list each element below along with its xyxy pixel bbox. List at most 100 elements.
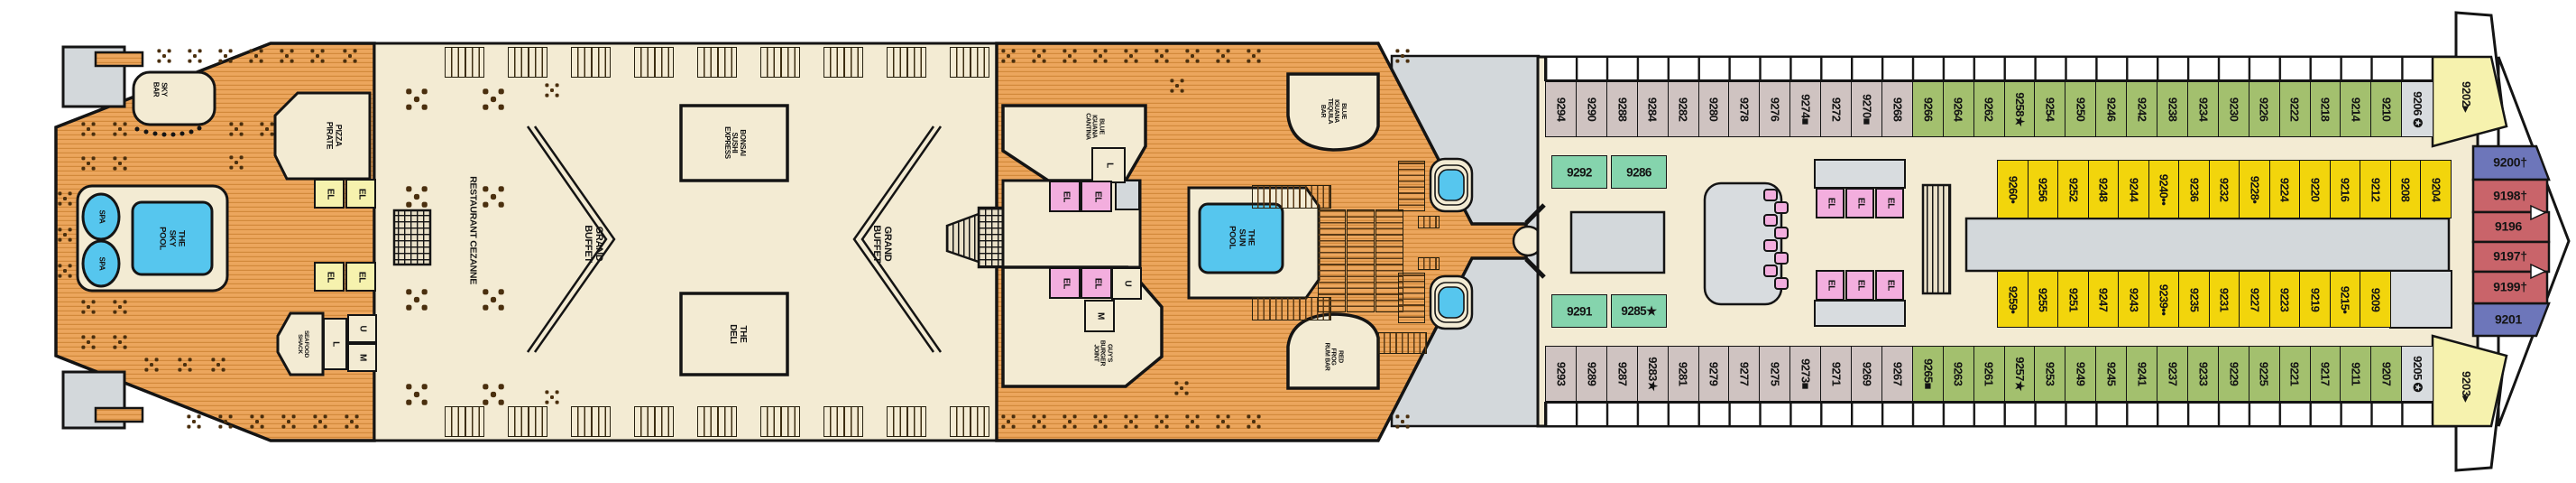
cabin-9290[interactable]: 9290 [1575, 81, 1608, 137]
cabin-9239[interactable]: 9239•• [2148, 271, 2180, 328]
cabin-9262[interactable]: 9262 [1973, 81, 2006, 137]
cabin-9272[interactable]: 9272 [1820, 81, 1853, 137]
cabin-9254[interactable]: 9254 [2034, 81, 2066, 137]
cabin-9258[interactable]: 9258★ [2003, 81, 2037, 137]
dining-booth [571, 406, 611, 437]
cabin-9266[interactable]: 9266 [1911, 81, 1945, 137]
cabin-9275[interactable]: 9275 [1759, 346, 1791, 402]
cabin-9260[interactable]: 9260• [1997, 160, 2029, 218]
cabin-9270[interactable]: 9270■ [1851, 81, 1883, 137]
cabin-9259[interactable]: 9259• [1997, 271, 2029, 328]
cabin-9219[interactable]: 9219 [2299, 271, 2332, 328]
cabin-9263[interactable]: 9263 [1942, 346, 1975, 402]
cabin-9236[interactable]: 9236 [2178, 160, 2211, 218]
cabin-9289[interactable]: 9289 [1575, 346, 1608, 402]
cabin-9233[interactable]: 9233 [2186, 346, 2220, 402]
cabin-9252[interactable]: 9252 [2057, 160, 2090, 218]
cabin-9246[interactable]: 9246 [2095, 81, 2128, 137]
cabin-9220[interactable]: 9220 [2299, 160, 2332, 218]
deck-table [345, 414, 359, 429]
cabin-9245[interactable]: 9245 [2095, 346, 2128, 402]
cabin-9244[interactable]: 9244 [2118, 160, 2150, 218]
cabin-9212[interactable]: 9212 [2360, 160, 2392, 218]
cabin-9255[interactable]: 9255 [2027, 271, 2059, 328]
cabin-9257[interactable]: 9257★ [2003, 346, 2037, 402]
cabin-9268[interactable]: 9268 [1881, 81, 1914, 137]
cabin-9209[interactable]: 9209 [2360, 271, 2392, 328]
cabin-9276[interactable]: 9276 [1759, 81, 1791, 137]
cabin-9285[interactable]: 9285★ [1611, 294, 1667, 328]
cabin-9279[interactable]: 9279 [1697, 346, 1731, 402]
cabin-9227[interactable]: 9227 [2239, 271, 2271, 328]
cabin-9211[interactable]: 9211 [2340, 346, 2372, 402]
cabin-9217[interactable]: 9217 [2309, 346, 2342, 402]
cabin-9240[interactable]: 9240•• [2148, 160, 2180, 218]
cabin-9205[interactable]: 9205 ✪ [2401, 346, 2433, 402]
deck-table [1170, 79, 1184, 93]
cabin-9278[interactable]: 9278 [1728, 81, 1761, 137]
cabin-9248[interactable]: 9248 [2087, 160, 2120, 218]
cabin-9216[interactable]: 9216 [2329, 160, 2361, 218]
cabin-9271[interactable]: 9271 [1820, 346, 1853, 402]
cabin-9225[interactable]: 9225 [2248, 346, 2281, 402]
cabin-9251[interactable]: 9251 [2057, 271, 2090, 328]
cabin-9223[interactable]: 9223 [2268, 271, 2301, 328]
cabin-9234[interactable]: 9234 [2186, 81, 2220, 137]
cabin-9229[interactable]: 9229 [2217, 346, 2250, 402]
cabin-9222[interactable]: 9222 [2278, 81, 2312, 137]
deck-table [1155, 49, 1169, 63]
cabin-9284[interactable]: 9284 [1636, 81, 1670, 137]
cabin-9253[interactable]: 9253 [2034, 346, 2066, 402]
cabin-9207[interactable]: 9207 [2370, 346, 2403, 402]
cabin-9286[interactable]: 9286 [1611, 155, 1667, 189]
cabin-9226[interactable]: 9226 [2248, 81, 2281, 137]
cabin-9293[interactable]: 9293 [1545, 346, 1578, 402]
cabin-9228[interactable]: 9228• [2239, 160, 2271, 218]
dining-booth [887, 47, 926, 78]
cabin-9238[interactable]: 9238 [2157, 81, 2189, 137]
cabin-9294[interactable]: 9294 [1545, 81, 1578, 137]
cabin-9221[interactable]: 9221 [2278, 346, 2312, 402]
lounge-chairs [1347, 209, 1375, 312]
cabin-9281[interactable]: 9281 [1667, 346, 1700, 402]
cabin-9267[interactable]: 9267 [1881, 346, 1914, 402]
cabin-9283[interactable]: 9283★ [1636, 346, 1670, 402]
deck-table [58, 264, 72, 278]
cabin-9214[interactable]: 9214 [2340, 81, 2372, 137]
cabin-9247[interactable]: 9247 [2087, 271, 2120, 328]
cabin-9292[interactable]: 9292 [1551, 155, 1607, 189]
cabin-9232[interactable]: 9232 [2208, 160, 2240, 218]
cabin-9218[interactable]: 9218 [2309, 81, 2342, 137]
cabin-9210[interactable]: 9210 [2370, 81, 2403, 137]
cabin-9206[interactable]: 9206 ✪ [2401, 81, 2433, 137]
cabin-9224[interactable]: 9224 [2268, 160, 2301, 218]
cabin-9288[interactable]: 9288 [1605, 81, 1639, 137]
cabin-9231[interactable]: 9231 [2208, 271, 2240, 328]
deck-table [1247, 414, 1261, 429]
cabin-9243[interactable]: 9243 [2118, 271, 2150, 328]
cabin-9241[interactable]: 9241 [2126, 346, 2158, 402]
cabin-9235[interactable]: 9235 [2178, 271, 2211, 328]
cabin-9291[interactable]: 9291 [1551, 294, 1607, 328]
cabin-9273[interactable]: 9273■ [1789, 346, 1822, 402]
cabin-9269[interactable]: 9269 [1851, 346, 1883, 402]
cabin-9282[interactable]: 9282 [1667, 81, 1700, 137]
cabin-9264[interactable]: 9264 [1942, 81, 1975, 137]
cabin-9249[interactable]: 9249 [2065, 346, 2097, 402]
cabin-9215[interactable]: 9215• [2329, 271, 2361, 328]
cabin-9280[interactable]: 9280 [1697, 81, 1731, 137]
cabin-9250[interactable]: 9250 [2065, 81, 2097, 137]
cabin-9287[interactable]: 9287 [1605, 346, 1639, 402]
cabin-9230[interactable]: 9230 [2217, 81, 2250, 137]
cabin-9261[interactable]: 9261 [1973, 346, 2006, 402]
deck-table [218, 414, 233, 429]
cabin-9265[interactable]: 9265■ [1911, 346, 1945, 402]
cabin-9204[interactable]: 9204 [2420, 160, 2452, 218]
cabin-9208[interactable]: 9208 [2389, 160, 2422, 218]
cabin-9277[interactable]: 9277 [1728, 346, 1761, 402]
cabin-9242[interactable]: 9242 [2126, 81, 2158, 137]
cabin-9256[interactable]: 9256 [2027, 160, 2059, 218]
cabin-9274[interactable]: 9274■ [1789, 81, 1822, 137]
deck-table [1063, 49, 1077, 63]
cabin-9237[interactable]: 9237 [2157, 346, 2189, 402]
